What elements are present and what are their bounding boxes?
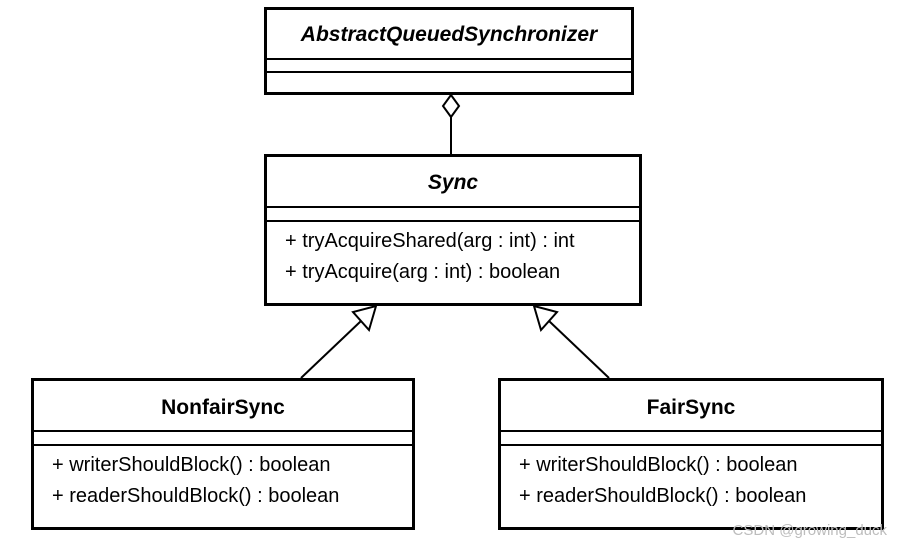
class-nonfair-sync: NonfairSync + writerShouldBlock() : bool…: [31, 378, 415, 530]
method-writer-should-block: + writerShouldBlock() : boolean: [519, 454, 798, 476]
methods-compartment: + writerShouldBlock() : boolean + reader…: [34, 446, 412, 512]
class-abstract-queued-synchronizer: AbstractQueuedSynchronizer: [264, 7, 634, 95]
method-writer-should-block: + writerShouldBlock() : boolean: [52, 454, 331, 476]
class-name: AbstractQueuedSynchronizer: [267, 10, 631, 60]
class-name: Sync: [267, 157, 639, 208]
method-reader-should-block: + readerShouldBlock() : boolean: [519, 485, 807, 507]
method-try-acquire-shared: + tryAcquireShared(arg : int) : int: [285, 230, 575, 252]
class-name: FairSync: [501, 381, 881, 432]
attributes-compartment: [267, 60, 631, 73]
method-try-acquire: + tryAcquire(arg : int) : boolean: [285, 261, 561, 283]
class-sync: Sync + tryAcquireShared(arg : int) : int…: [264, 154, 642, 306]
generalization-line-nonfair: [300, 320, 362, 379]
class-name: NonfairSync: [34, 381, 412, 432]
attributes-compartment: [501, 432, 881, 446]
generalization-line-fair: [548, 320, 610, 379]
aggregation-diamond-icon: [441, 93, 461, 119]
attributes-compartment: [34, 432, 412, 446]
methods-compartment: + tryAcquireShared(arg : int) : int + tr…: [267, 222, 639, 288]
watermark: CSDN @growing_duck: [732, 522, 887, 539]
inheritance-arrow-nonfair-icon: [351, 304, 378, 333]
class-fair-sync: FairSync + writerShouldBlock() : boolean…: [498, 378, 884, 530]
methods-compartment: + writerShouldBlock() : boolean + reader…: [501, 446, 881, 512]
inheritance-arrow-fair-icon: [532, 304, 559, 333]
attributes-compartment: [267, 208, 639, 222]
method-reader-should-block: + readerShouldBlock() : boolean: [52, 485, 340, 507]
